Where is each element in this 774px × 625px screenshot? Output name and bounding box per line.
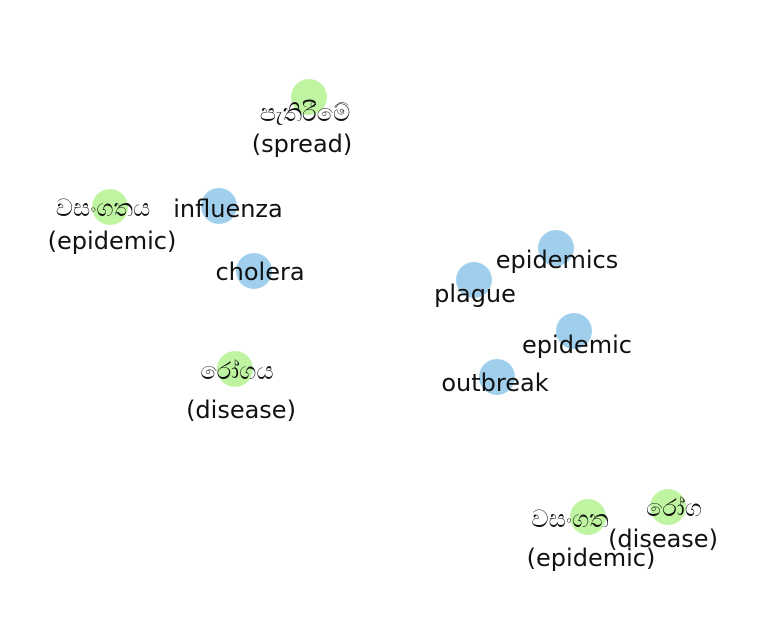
labels: පැතිරීමේ (spread) වසංගතය (epidemic) infl… [48,99,718,572]
node-label: epidemics [496,246,618,274]
node-influenza [201,188,237,224]
node-spread [291,79,327,115]
node-label: plague [434,280,516,308]
node-epidemic-en [556,313,592,349]
node-gloss: (epidemic) [48,227,177,255]
node-label: වසංගත [531,505,608,533]
nodes [92,79,686,535]
node-gloss: (disease) [186,396,296,424]
node-disease-si [217,351,253,387]
node-label: outbreak [441,369,548,397]
node-outbreak [479,359,515,395]
node-label: influenza [173,195,283,223]
node-cholera [236,253,272,289]
node-epidemics [538,230,574,266]
node-label: රෝග [646,494,702,522]
node-label: epidemic [522,331,632,359]
node-label: cholera [215,258,304,286]
node-label: රෝගය [200,357,273,385]
node-disease-si-2 [650,489,686,525]
node-label: වසංගතය [56,194,151,222]
node-plague [456,262,492,298]
node-gloss: (spread) [252,130,353,158]
node-gloss: (epidemic) [527,544,656,572]
node-epidemic-si [92,189,128,225]
node-gloss: (disease) [608,525,718,553]
node-label: පැතිරීමේ [260,99,351,127]
node-epidemic-si-2 [570,499,606,535]
